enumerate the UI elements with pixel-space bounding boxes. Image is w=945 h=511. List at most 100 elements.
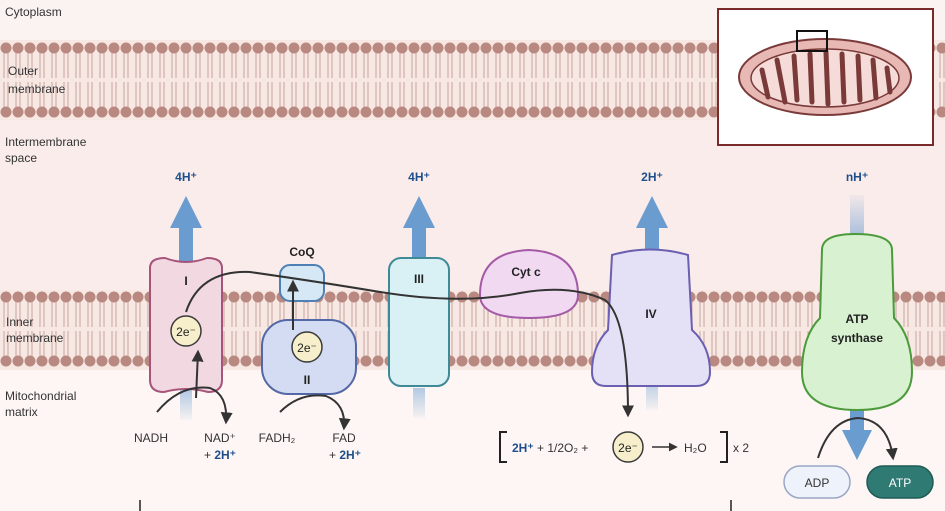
lipid-head	[660, 106, 672, 118]
lipid-head	[708, 355, 720, 367]
atp-pill	[866, 465, 934, 499]
lipid-head	[96, 355, 108, 367]
complex-IV-label: IV	[645, 307, 656, 321]
lipid-head	[348, 42, 360, 54]
mitochondrion-cristae-icon	[759, 49, 893, 107]
lipid-head	[540, 106, 552, 118]
lipid-head	[108, 291, 120, 303]
lipid-head	[732, 291, 744, 303]
lipid-head	[732, 355, 744, 367]
lipid-head	[228, 106, 240, 118]
adp-pill	[783, 465, 851, 499]
inner-membrane-label-2: membrane	[6, 331, 64, 345]
lipid-head	[120, 106, 132, 118]
lipid-head	[576, 106, 588, 118]
lipid-head	[564, 106, 576, 118]
lipid-head	[312, 42, 324, 54]
lipid-head	[12, 42, 24, 54]
lipid-head	[84, 106, 96, 118]
lipid-head	[624, 42, 636, 54]
lipid-head	[336, 106, 348, 118]
lipid-head	[492, 355, 504, 367]
water-label: H₂O	[684, 441, 707, 455]
cyt-c	[478, 248, 580, 320]
lipid-head	[168, 42, 180, 54]
lipid-head	[48, 106, 60, 118]
lipid-head	[228, 42, 240, 54]
lipid-head	[36, 106, 48, 118]
lipid-head	[780, 291, 792, 303]
lipid-head	[72, 291, 84, 303]
lipid-head	[120, 42, 132, 54]
matrix-label-1: Mitochondrial	[5, 389, 76, 403]
lipid-head	[540, 355, 552, 367]
lipid-head	[60, 42, 72, 54]
lipid-head	[72, 355, 84, 367]
lipid-head	[324, 42, 336, 54]
lipid-head	[372, 291, 384, 303]
lipid-head	[552, 106, 564, 118]
proton-arrow-III	[403, 196, 435, 418]
lipid-head	[84, 291, 96, 303]
lipid-head	[384, 42, 396, 54]
complex-I-electrons: 2e⁻	[176, 325, 196, 339]
lipid-head	[168, 106, 180, 118]
lipid-head	[180, 106, 192, 118]
lipid-head	[456, 106, 468, 118]
lipid-head	[96, 106, 108, 118]
lipid-head	[48, 355, 60, 367]
complex-III	[388, 257, 450, 387]
lipid-head	[528, 355, 540, 367]
lipid-head	[72, 106, 84, 118]
lipid-head	[24, 106, 36, 118]
lipid-head	[576, 355, 588, 367]
lipid-head	[612, 106, 624, 118]
lipid-head	[252, 106, 264, 118]
lipid-head	[528, 42, 540, 54]
lipid-head	[708, 291, 720, 303]
complex-IV	[590, 248, 712, 387]
lipid-head	[708, 42, 720, 54]
lipid-head	[120, 355, 132, 367]
outer-membrane-label-1: Outer	[8, 64, 38, 78]
inset-zoom-box	[796, 30, 828, 52]
lipid-head	[60, 355, 72, 367]
lipid-head	[144, 42, 156, 54]
lipid-head	[240, 106, 252, 118]
lipid-head	[0, 355, 12, 367]
complex-III-pumped: 4H⁺	[408, 170, 430, 184]
lipid-head	[408, 106, 420, 118]
lipid-head	[360, 291, 372, 303]
lipid-head	[492, 42, 504, 54]
lipid-head	[912, 355, 924, 367]
lipid-head	[624, 106, 636, 118]
lipid-head	[84, 355, 96, 367]
lipid-head	[564, 355, 576, 367]
lipid-head	[36, 42, 48, 54]
lipid-head	[480, 355, 492, 367]
lipid-head	[156, 42, 168, 54]
lipid-head	[456, 42, 468, 54]
lipid-head	[108, 42, 120, 54]
complex-IV-pumped: 2H⁺	[641, 170, 663, 184]
lipid-head	[36, 355, 48, 367]
nad-label: NAD⁺	[204, 431, 236, 445]
lipid-head	[756, 291, 768, 303]
lipid-head	[432, 106, 444, 118]
lipid-head	[84, 42, 96, 54]
nadh-label: NADH	[134, 431, 168, 445]
lipid-head	[132, 291, 144, 303]
lipid-head	[744, 291, 756, 303]
lipid-head	[516, 42, 528, 54]
lipid-head	[252, 355, 264, 367]
cytoplasm-label: Cytoplasm	[5, 5, 62, 19]
lipid-head	[288, 106, 300, 118]
lipid-head	[468, 42, 480, 54]
lipid-head	[132, 42, 144, 54]
fadh2-reaction-arrow	[279, 394, 351, 431]
lipid-head	[504, 42, 516, 54]
lipid-head	[924, 291, 936, 303]
fad-h-label: + 2H⁺	[329, 448, 361, 462]
atp-label: ATP	[889, 476, 911, 490]
lipid-head	[636, 42, 648, 54]
